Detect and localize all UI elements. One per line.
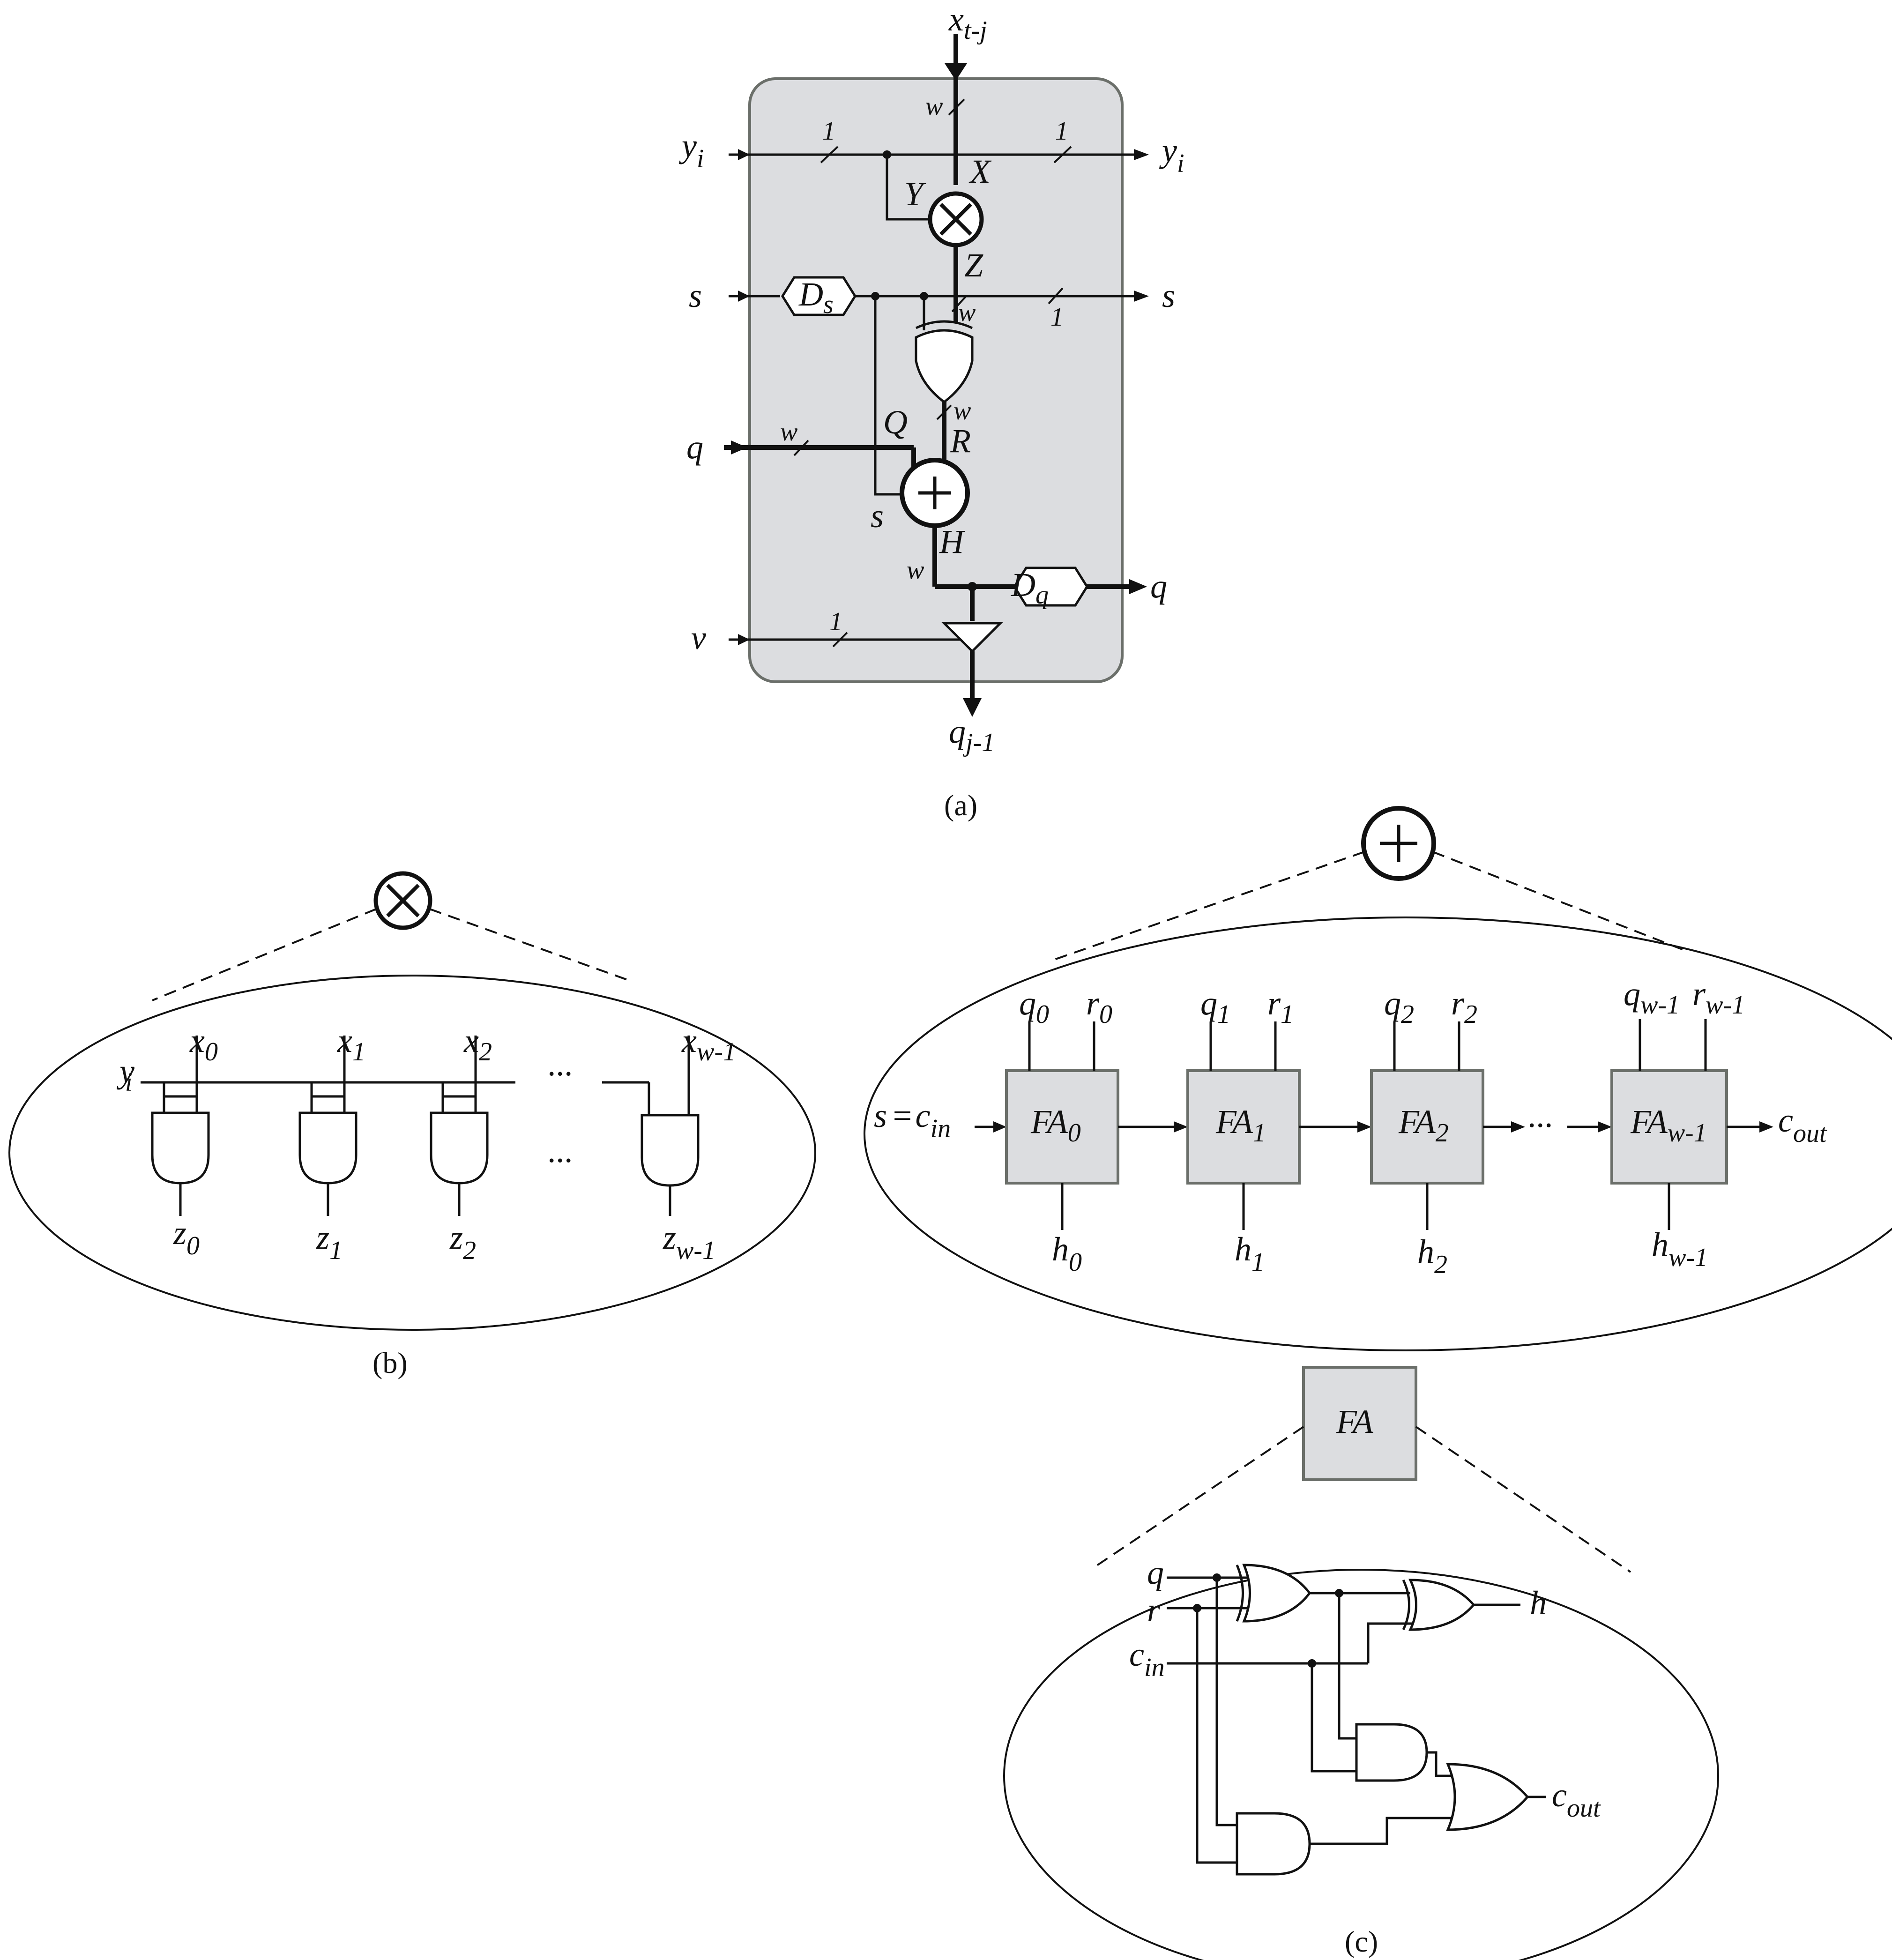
node-h-label: H xyxy=(939,523,966,560)
width-slash xyxy=(948,98,965,116)
and-gate-2: x2 z2 xyxy=(430,1022,492,1265)
caption-b: (b) xyxy=(372,1346,408,1379)
fa-cin-label: cin xyxy=(1129,1636,1165,1682)
svg-text:FA0: FA0 xyxy=(1030,1103,1081,1148)
width-1-label: 1 xyxy=(822,117,835,146)
svg-text:x2: x2 xyxy=(463,1022,492,1066)
full-adder-ellipse xyxy=(1003,1569,1719,1960)
svg-text:r0: r0 xyxy=(1086,984,1112,1029)
and-gate-1: x1 z1 xyxy=(298,1022,365,1265)
x-arrowhead xyxy=(945,63,967,81)
s-input-label: s xyxy=(689,277,702,314)
y-input-label: yi xyxy=(678,127,704,173)
xor-gate-2 xyxy=(1402,1579,1475,1631)
multiplier-ellipse xyxy=(8,975,816,1331)
chain-ellipsis: ... xyxy=(1528,1097,1554,1134)
ellipsis: ... xyxy=(548,1132,574,1170)
node-y-label: Y xyxy=(904,175,926,213)
multiplier-zoom-icon xyxy=(373,871,432,930)
fa-cout-label: cout xyxy=(1552,1776,1601,1823)
svg-text:FA1: FA1 xyxy=(1215,1103,1266,1148)
svg-text:h0: h0 xyxy=(1052,1230,1082,1277)
adder-chain-panel: s=cin FA0 q0 r0 h0 FA1 q1 r1 h1 xyxy=(864,806,1892,1351)
and-gate-0: x0 z0 xyxy=(151,1022,218,1260)
panel-a: xt-j w yi yi 1 1 Y X Z s s Ds w 1 w Q R … xyxy=(678,0,1184,822)
fa-cell-1: FA1 q1 r1 h1 xyxy=(1186,984,1301,1277)
svg-text:h2: h2 xyxy=(1417,1233,1447,1279)
multiplier-node xyxy=(928,191,984,247)
fa-q-label: q xyxy=(1147,1554,1164,1591)
v-input-label: v xyxy=(691,619,706,656)
width-w-label: w xyxy=(907,556,924,585)
svg-text:q2: q2 xyxy=(1384,984,1414,1029)
width-1-label: 1 xyxy=(1055,117,1068,146)
svg-text:x0: x0 xyxy=(189,1022,218,1066)
svg-text:x1: x1 xyxy=(337,1022,365,1066)
svg-text:q1: q1 xyxy=(1200,984,1230,1029)
and-gate-w-1: xw-1 zw-1 xyxy=(641,1022,736,1265)
caption-c: (c) xyxy=(1345,1925,1378,1958)
svg-text:rw-1: rw-1 xyxy=(1692,975,1745,1020)
svg-text:z1: z1 xyxy=(316,1219,343,1265)
svg-text:r1: r1 xyxy=(1267,984,1294,1029)
width-1-label: 1 xyxy=(829,607,842,636)
fa-cell-2: FA2 q2 r2 h2 xyxy=(1370,984,1484,1279)
svg-text:z0: z0 xyxy=(173,1214,200,1260)
node-s-label: s xyxy=(871,497,884,535)
width-w-label: w xyxy=(958,298,976,327)
fa-block xyxy=(1302,1366,1417,1481)
fa-r-label: r xyxy=(1147,1591,1161,1629)
svg-text:qw-1: qw-1 xyxy=(1624,975,1680,1020)
q-output-label: q xyxy=(1150,567,1167,605)
fa-cell-0: FA0 q0 r0 h0 xyxy=(1005,984,1119,1277)
width-1-label: 1 xyxy=(1050,303,1064,332)
tristate-buffer xyxy=(941,622,1004,653)
y-output-label: yi xyxy=(1159,132,1184,178)
width-w-label: w xyxy=(780,417,797,447)
fa-cell-w-1: FAw-1 qw-1 rw-1 hw-1 xyxy=(1610,975,1745,1272)
adder-node xyxy=(900,458,970,528)
svg-text:FA2: FA2 xyxy=(1398,1103,1449,1148)
svg-text:FAw-1: FAw-1 xyxy=(1630,1103,1707,1148)
q-input-label: q xyxy=(686,428,703,466)
svg-text:z2: z2 xyxy=(449,1219,476,1265)
fa-block-label: FA xyxy=(1336,1403,1374,1440)
dq-label: Dq xyxy=(1011,566,1049,610)
and-gate-carry-1 xyxy=(1355,1723,1428,1782)
svg-text:h1: h1 xyxy=(1235,1230,1265,1277)
width-w-label: w xyxy=(925,92,943,121)
or-gate-carry xyxy=(1446,1763,1529,1831)
s-cin-label: s=cin xyxy=(874,1097,951,1143)
panel-b: yi ... ... x0 z0 x1 z1 xyxy=(8,871,816,1379)
svg-text:xw-1: xw-1 xyxy=(681,1022,736,1066)
and-gate-carry-2 xyxy=(1236,1812,1311,1876)
node-z-label: Z xyxy=(964,246,983,284)
adder-ellipse xyxy=(864,917,1892,1351)
node-r-label: R xyxy=(950,422,971,460)
cout-label: cout xyxy=(1778,1102,1827,1148)
adder-zoom-icon xyxy=(1361,806,1436,881)
caption-a: (a) xyxy=(944,789,977,822)
svg-text:q0: q0 xyxy=(1019,984,1049,1029)
ellipsis: ... xyxy=(548,1045,574,1083)
fa-h-label: h xyxy=(1530,1584,1547,1622)
s-output-label: s xyxy=(1162,277,1175,314)
xor-gate xyxy=(915,320,974,404)
panel-c: FA q r cin h xyxy=(1003,1366,1719,1960)
svg-text:r2: r2 xyxy=(1451,984,1477,1029)
xor-gate-1 xyxy=(1236,1564,1311,1623)
node-q-label: Q xyxy=(883,403,908,441)
yi-label: yi xyxy=(116,1052,134,1097)
node-x-label: X xyxy=(968,153,992,190)
svg-text:zw-1: zw-1 xyxy=(663,1219,715,1265)
x-input-label: xt-j xyxy=(948,0,987,45)
width-w-label: w xyxy=(953,396,971,425)
svg-text:hw-1: hw-1 xyxy=(1652,1226,1708,1272)
q-bottom-label: qj-1 xyxy=(949,713,995,757)
ds-label: Ds xyxy=(798,276,834,319)
